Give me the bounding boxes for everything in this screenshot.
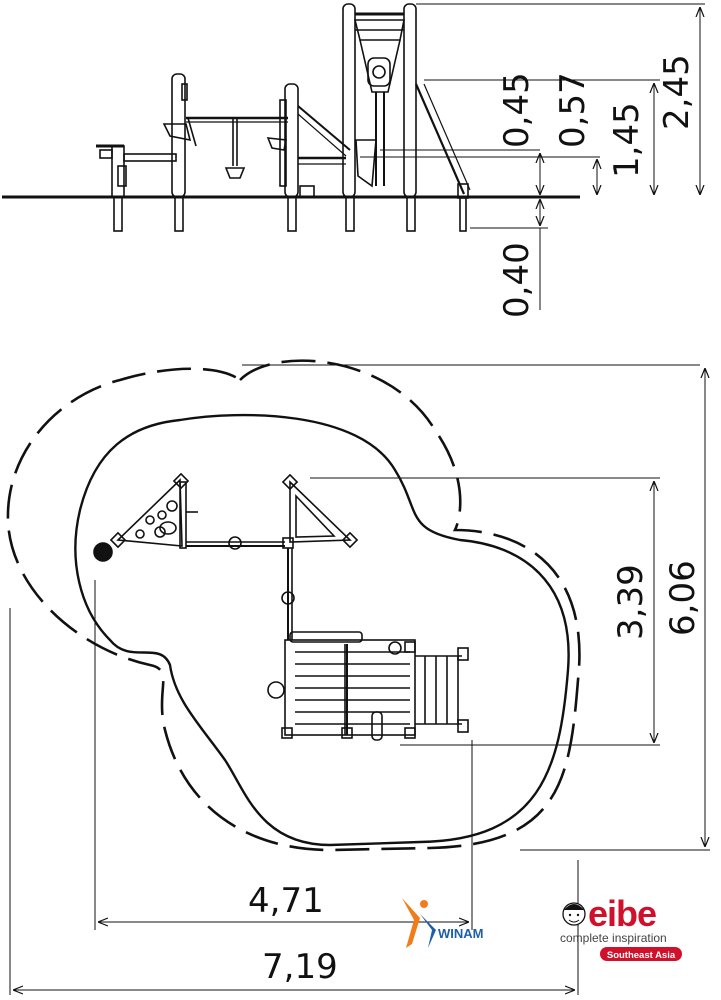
post-1 — [162, 73, 288, 232]
winam-logo: WINAM — [402, 898, 484, 948]
triangle-panel-right — [281, 473, 359, 640]
dim-label-245: 2,45 — [657, 54, 697, 130]
swing-seat — [224, 118, 246, 179]
eibe-wordmark: eibe — [588, 893, 656, 934]
dim-label-606: 6,06 — [663, 560, 703, 636]
inner-impact-zone — [74, 413, 570, 847]
eibe-region-badge: Southeast Asia — [607, 950, 676, 961]
dim-label-339: 3,39 — [611, 564, 651, 640]
triangle-panel-left — [93, 472, 285, 562]
tall-frame — [342, 3, 471, 232]
eibe-face-icon — [562, 902, 586, 926]
eibe-tagline: complete inspiration — [560, 931, 667, 945]
dim-label-057: 0,57 — [553, 72, 593, 148]
plan-view — [6, 359, 710, 995]
elevation-view — [2, 3, 705, 310]
dim-label-040: 0,40 — [497, 242, 537, 318]
dim-label-045: 0,45 — [497, 72, 537, 148]
eibe-logo: eibe complete inspiration Southeast Asia — [560, 893, 682, 961]
dim-label-145: 1,45 — [607, 102, 647, 178]
winam-wordmark: WINAM — [438, 926, 484, 941]
dim-label-471: 4,71 — [248, 881, 324, 921]
outer-safety-zone — [6, 359, 581, 852]
winam-swoosh-icon — [402, 898, 420, 948]
leg-press-station — [96, 144, 177, 232]
dim-label-719: 7,19 — [262, 947, 338, 987]
post-2 — [266, 83, 351, 232]
platform-deck — [267, 631, 469, 741]
